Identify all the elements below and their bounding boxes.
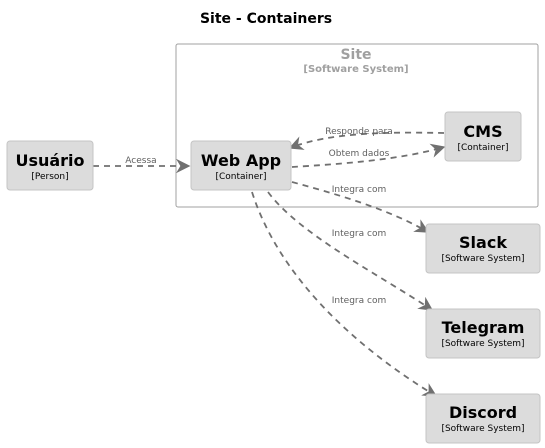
- node-cms-type: [Container]: [457, 143, 508, 153]
- boundary-type: [Software System]: [303, 64, 408, 75]
- node-slack[interactable]: Slack [Software System]: [425, 223, 541, 274]
- node-cms-box[interactable]: [444, 111, 522, 162]
- node-webapp-box[interactable]: [190, 140, 292, 191]
- node-usuario-box[interactable]: [6, 140, 94, 191]
- node-usuario-name: Usuário: [15, 151, 84, 170]
- node-webapp-type: [Container]: [215, 172, 266, 182]
- boundary-name: Site: [340, 47, 371, 63]
- node-webapp[interactable]: Web App [Container]: [190, 140, 292, 191]
- edge-webapp-discord: [251, 191, 438, 397]
- node-slack-name: Slack: [459, 233, 507, 252]
- node-telegram-name: Telegram: [442, 318, 525, 337]
- edge-label-telegram: Integra com: [332, 229, 386, 239]
- edge-cms-webapp: [288, 131, 445, 150]
- node-usuario[interactable]: Usuário [Person]: [6, 140, 94, 191]
- node-discord-type: [Software System]: [441, 424, 524, 434]
- diagram-title: Site - Containers: [200, 11, 332, 27]
- node-slack-type: [Software System]: [441, 254, 524, 264]
- edge-webapp-cms: [291, 143, 446, 168]
- edge-label-obtem: Obtem dados: [329, 149, 390, 159]
- edge-label-acessa: Acessa: [125, 156, 156, 166]
- node-cms[interactable]: CMS [Container]: [444, 111, 522, 162]
- node-cms-name: CMS: [463, 122, 502, 141]
- node-slack-box[interactable]: [425, 223, 541, 274]
- node-telegram-type: [Software System]: [441, 339, 524, 349]
- node-usuario-type: [Person]: [31, 172, 68, 182]
- edges: Acessa Responde para Obtem dados Integra…: [93, 127, 446, 397]
- node-telegram[interactable]: Telegram [Software System]: [425, 308, 541, 359]
- node-webapp-name: Web App: [201, 151, 281, 170]
- node-discord-box[interactable]: [425, 393, 541, 444]
- edge-label-slack: Integra com: [332, 185, 386, 195]
- edge-webapp-telegram: [267, 191, 434, 311]
- node-discord-name: Discord: [449, 403, 517, 422]
- edge-label-discord: Integra com: [332, 296, 386, 306]
- node-discord[interactable]: Discord [Software System]: [425, 393, 541, 444]
- node-telegram-box[interactable]: [425, 308, 541, 359]
- edge-label-responde: Responde para: [325, 127, 393, 137]
